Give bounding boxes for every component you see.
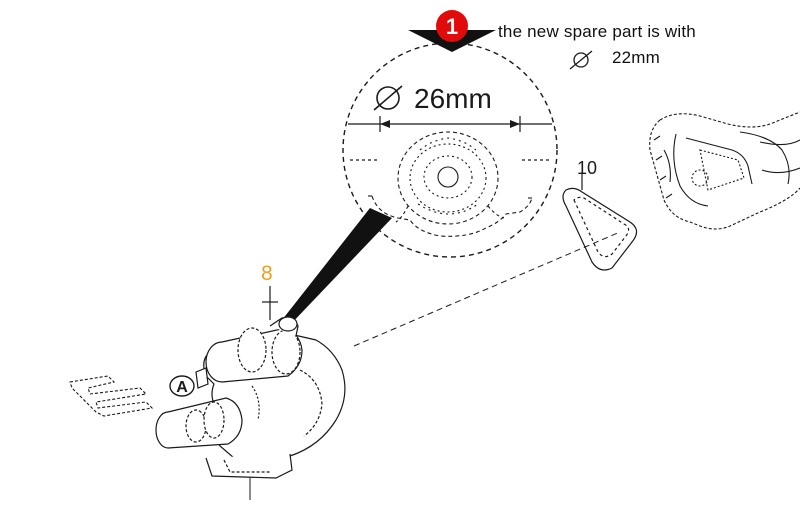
magnified-part-face — [368, 131, 533, 237]
callout-note-line-1: the new spare part is with — [498, 22, 696, 41]
part-8-label: 8 — [261, 262, 273, 285]
diameter-icon — [373, 85, 403, 111]
pump-housing — [155, 316, 346, 479]
callout-note-line-2: 22mm — [612, 48, 661, 67]
dimension-arrow-left — [380, 120, 390, 128]
magnified-dimension: 26mm — [414, 83, 492, 114]
part-10-gasket — [562, 172, 638, 271]
note-diameter-icon — [569, 50, 593, 70]
part-8-leader — [262, 286, 278, 320]
magnifier-leader-wedge — [282, 208, 392, 326]
dimension-arrow-right — [510, 120, 520, 128]
assembly-guide-line — [353, 231, 621, 347]
callout-marker: 1 — [408, 10, 496, 52]
callout-number: 1 — [446, 14, 458, 39]
part-10-label: 10 — [577, 158, 597, 178]
magnified-detail-view: 26mm — [282, 42, 558, 326]
motor-assembly — [649, 111, 800, 230]
mounting-bracket — [69, 375, 154, 417]
detail-a-label: A — [176, 379, 188, 396]
callout-badge — [436, 10, 468, 42]
detail-a-marker: A — [169, 375, 195, 397]
